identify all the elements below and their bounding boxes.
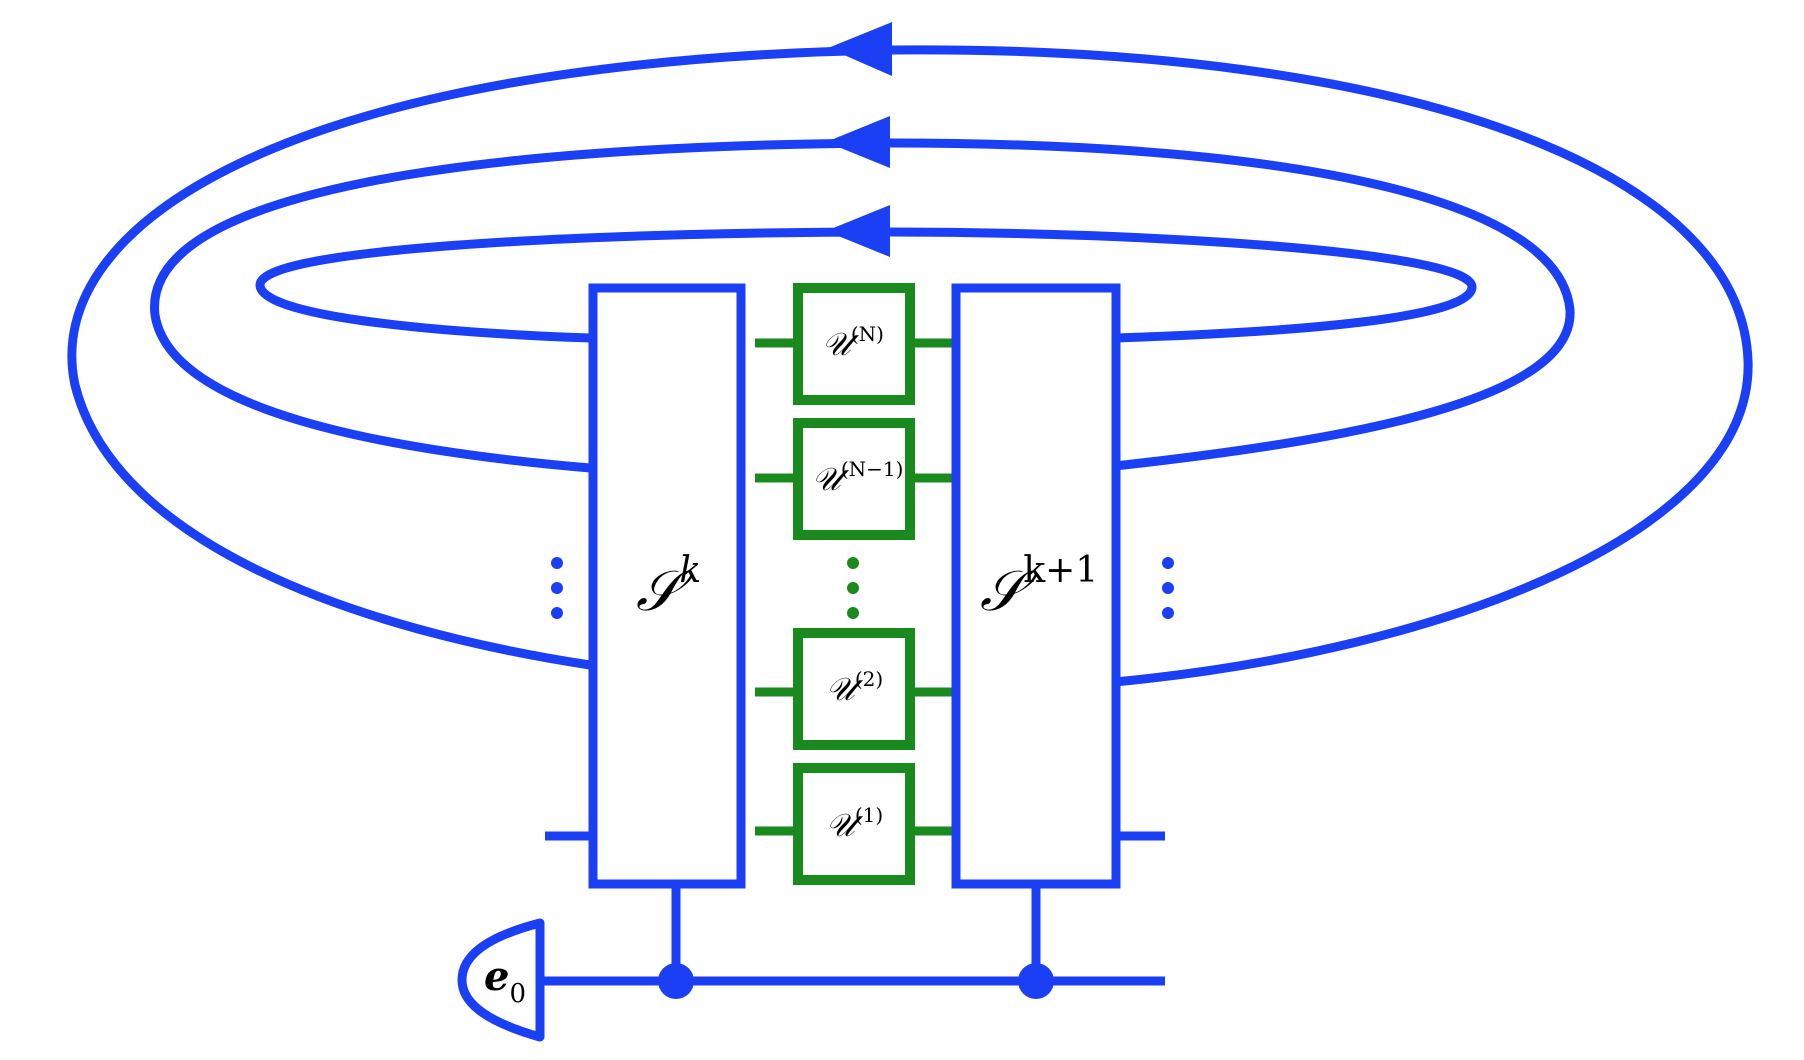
s-block-left (588, 283, 746, 889)
s-block-right (951, 283, 1121, 889)
arrowhead-left-icon (826, 205, 890, 257)
loop-arrowheads (826, 22, 892, 257)
outer-loop (67, 45, 1753, 687)
s-left-superscript: k (679, 550, 701, 591)
u-box-2 (793, 628, 915, 750)
filled-dot-icon (1018, 963, 1054, 999)
vertical-ellipsis-icon (847, 557, 859, 619)
s-right-superscript: k+1 (1023, 550, 1098, 591)
u-box-1-label: 𝒰(1) (826, 803, 883, 844)
effect-label: e0 (484, 953, 526, 1009)
u-box-n-minus-1 (793, 418, 915, 540)
filled-dot-icon (658, 963, 694, 999)
blue-wires (544, 831, 1165, 986)
green-wires (755, 338, 954, 836)
u-box-1 (793, 763, 915, 885)
semicircle-effect-icon (457, 918, 545, 1042)
vertical-ellipsis-icon (551, 557, 563, 619)
u-box-n-minus-1-label: 𝒰(N−1) (812, 457, 903, 498)
arrowhead-left-icon (828, 22, 892, 76)
arrowhead-left-icon (826, 116, 890, 168)
u-box-n (793, 283, 915, 405)
unitary-boxes (793, 283, 915, 885)
vertical-ellipsis-icon (1162, 557, 1174, 619)
u-box-2-label: 𝒰(2) (826, 667, 883, 708)
